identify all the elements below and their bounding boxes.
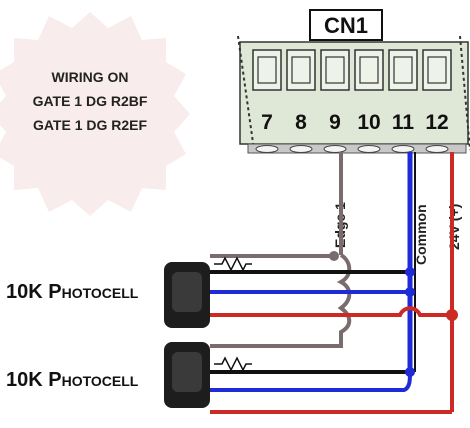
photocell-1-lens: [172, 272, 202, 312]
terminal-hole: [255, 145, 279, 153]
photocell-2-lens: [172, 352, 202, 392]
terminal-hole: [357, 145, 381, 153]
common-junction-1: [405, 267, 415, 277]
screw-slot: [286, 49, 316, 91]
common-junction-3: [405, 367, 415, 377]
photocell-1: 10K PHOTOCELL: [6, 262, 210, 328]
screw-slot-inner: [325, 56, 345, 84]
photocell-1-label-small: HOTOCELL: [62, 285, 139, 301]
cell2-blue-wire: [210, 371, 412, 392]
terminal-number: 12: [425, 111, 448, 134]
connector-title-box: [309, 9, 383, 41]
junctions: [405, 267, 458, 377]
terminal-hole: [391, 145, 415, 153]
terminal-number: 11: [392, 111, 415, 134]
screw-slot-inner: [257, 56, 277, 84]
photocell-2-label-main: 10K P: [6, 369, 62, 391]
photocell-1-label-main: 10K P: [6, 281, 62, 303]
terminal-number: 8: [295, 111, 307, 134]
terminal-holes: [255, 145, 449, 153]
connector-title: CN1: [324, 13, 368, 38]
photocell-2-label: 10K PHOTOCELL: [6, 369, 139, 391]
connector-edge-left: [237, 35, 255, 151]
screw-slot-inner: [291, 56, 311, 84]
screw-slot: [388, 49, 418, 91]
photocell-2-label-small: HOTOCELL: [62, 373, 139, 389]
connector-edge-right: [459, 35, 470, 151]
screw-slot-inner: [393, 56, 413, 84]
badge-starburst: [0, 12, 190, 216]
screw-slot: [354, 49, 384, 91]
terminal-hole: [289, 145, 313, 153]
screw-slot-inner: [427, 56, 447, 84]
resistor-2: [214, 356, 252, 372]
info-badge: WIRING ON GATE 1 DG R2BF GATE 1 DG R2EF: [0, 12, 190, 216]
terminal-hole: [323, 145, 347, 153]
terminal-hole: [425, 145, 449, 153]
photocell-2: 10K PHOTOCELL: [6, 342, 210, 408]
cell1-red-wire: [210, 306, 452, 317]
power-junction: [446, 309, 458, 321]
terminal-number: 7: [261, 111, 273, 134]
common-wire-label: Common: [413, 204, 429, 265]
badge-line-2: GATE 1 DG R2BF: [33, 93, 148, 109]
badge-line-1: WIRING ON: [52, 69, 129, 85]
screw-slots: [252, 49, 452, 91]
common-junction-2: [405, 287, 415, 297]
wires: [210, 152, 454, 414]
badge-line-3: GATE 1 DG R2EF: [33, 117, 148, 133]
terminal-number: 10: [357, 111, 380, 134]
screw-slot: [252, 49, 282, 91]
terminal-strip: [247, 143, 467, 154]
screw-slot: [320, 49, 350, 91]
edge-wire-loops: [336, 253, 352, 348]
screw-slot: [422, 49, 452, 91]
photocell-1-label: 10K PHOTOCELL: [6, 281, 139, 303]
terminal-number: 9: [329, 111, 341, 134]
resistor-1: [214, 256, 252, 272]
screw-slot-inner: [359, 56, 379, 84]
